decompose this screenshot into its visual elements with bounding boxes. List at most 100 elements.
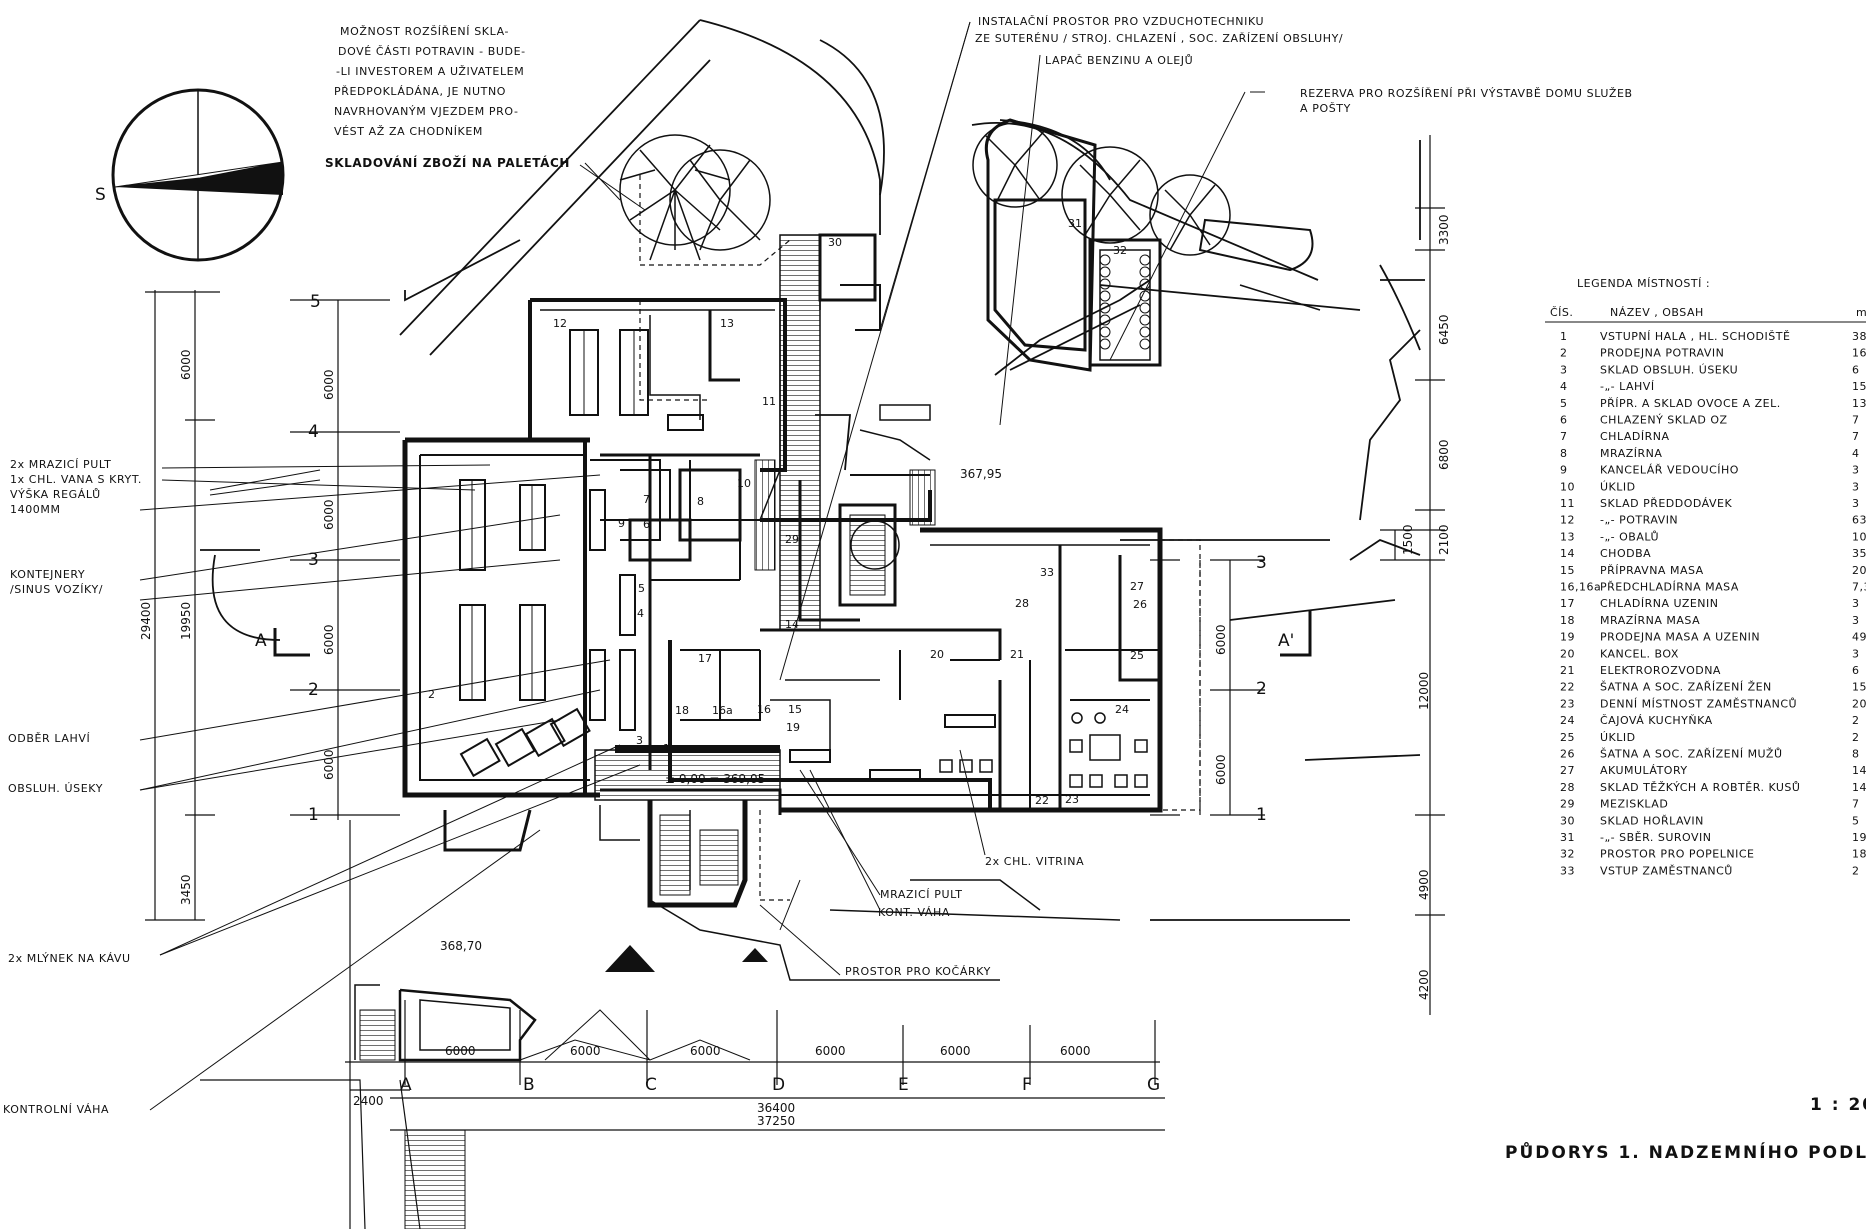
compass-label: S xyxy=(95,185,106,205)
legend-row-area: 7 xyxy=(1852,798,1860,811)
legend-row-name: PŘEDCHLADÍRNA MASA xyxy=(1600,581,1739,594)
legend-title: LEGENDA MÍSTNOSTÍ : xyxy=(1577,277,1710,290)
grid-row-label: 4 xyxy=(308,422,319,442)
legend-row-area: 20 xyxy=(1852,697,1866,710)
legend-row-number: 7 xyxy=(1560,430,1568,443)
legend-row-area: 13 xyxy=(1852,397,1866,410)
grid-col-label: E xyxy=(898,1075,909,1095)
legend-row-area: 2 xyxy=(1852,864,1860,877)
legend-row-number: 3 xyxy=(1560,363,1568,376)
legend-row-number: 18 xyxy=(1560,614,1575,627)
note-control-scale: KONTROLNÍ VÁHA xyxy=(3,1103,109,1116)
room-number: 28 xyxy=(1015,597,1029,610)
room-number: 2 xyxy=(428,688,435,701)
legend-row-area: 18 xyxy=(1852,848,1866,861)
legend-row-number: 31 xyxy=(1560,831,1575,844)
legend-row-area: 160 xyxy=(1852,347,1866,360)
dim-value: 4900 xyxy=(1417,869,1431,900)
legend-row-area: 20 xyxy=(1852,564,1866,577)
dim-value: 6800 xyxy=(1437,439,1451,470)
room-number: 30 xyxy=(828,236,842,249)
room-number: 11 xyxy=(762,395,776,408)
level-value: 367,95 xyxy=(960,467,1002,481)
annotations: MOŽNOST ROZŠÍŘENÍ SKLA- DOVÉ ČÁSTI POTRA… xyxy=(3,15,1633,1116)
room-number: 10 xyxy=(737,477,751,490)
dim-value: 1500 xyxy=(1401,524,1415,555)
level-value: ± 0,00 = 369,05 xyxy=(665,772,765,786)
room-number: 24 xyxy=(1115,703,1129,716)
legend-row-number: 11 xyxy=(1560,497,1575,510)
legend-row-number: 33 xyxy=(1560,864,1575,877)
note-expansion: MOŽNOST ROZŠÍŘENÍ SKLA- DOVÉ ČÁSTI POTRA… xyxy=(334,25,525,138)
legend-row-area: 3 xyxy=(1852,614,1860,627)
legend-row-area: 6 xyxy=(1852,363,1860,376)
room-number: 20 xyxy=(930,648,944,661)
legend-row-name: SKLAD HOŘLAVIN xyxy=(1600,814,1704,827)
dim-value: 6000 xyxy=(322,749,336,780)
legend-row-area: 38 xyxy=(1852,330,1866,343)
legend-row-number: 9 xyxy=(1560,464,1568,477)
legend-row-name: CHODBA xyxy=(1600,547,1651,560)
note-installation-2: ZE SUTERÉNU / STROJ. CHLAZENÍ , SOC. ZAŘ… xyxy=(975,32,1343,45)
legend-row-name: SKLAD OBSLUH. ÚSEKU xyxy=(1600,363,1738,376)
room-number: 18 xyxy=(675,704,689,717)
legend-row-number: 26 xyxy=(1560,748,1575,761)
note-coffee: 2x MLÝNEK NA KÁVU xyxy=(8,952,131,965)
note-fuel-trap: LAPAČ BENZINU A OLEJŮ xyxy=(1045,54,1193,67)
legend-row-area: 15 xyxy=(1852,380,1866,393)
legend-row-number: 1 xyxy=(1560,330,1568,343)
note-reserve-1: REZERVA PRO ROZŠÍŘENÍ PŘI VÝSTAVBĚ DOMU … xyxy=(1300,87,1633,100)
legend-row-area: 3 xyxy=(1852,597,1860,610)
room-number: 32 xyxy=(1113,244,1127,257)
dim-total: 36400 xyxy=(757,1101,795,1115)
legend-row-number: 20 xyxy=(1560,647,1575,660)
legend-row-area: 49 xyxy=(1852,631,1866,644)
grid-col-label: C xyxy=(645,1075,657,1095)
note-line: -LI INVESTOREM A UŽIVATELEM xyxy=(336,65,524,78)
dim-value: 6000 xyxy=(940,1044,971,1058)
section-mark-left: A xyxy=(255,631,267,651)
dimension-lines-bottom xyxy=(200,879,1165,1229)
legend-row-name: SKLAD PŘEDDODÁVEK xyxy=(1600,497,1732,510)
section-markers: A A' xyxy=(255,610,1312,657)
dim-value: 2100 xyxy=(1437,524,1451,555)
dim-value: 3450 xyxy=(179,874,193,905)
grid-row-label: 1 xyxy=(308,805,319,825)
room-number: 26 xyxy=(1133,598,1147,611)
staff-room-tables xyxy=(939,712,1148,788)
room-number: 22 xyxy=(1035,794,1049,807)
note-line: NAVRHOVANÝM VJEZDEM PRO- xyxy=(334,105,519,118)
grid-col-label: G xyxy=(1147,1075,1160,1095)
legend-row-area: 8 xyxy=(1852,748,1860,761)
legend-row-area: 5 xyxy=(1852,814,1860,827)
room-number: 23 xyxy=(1065,793,1079,806)
dim-total: 37250 xyxy=(757,1114,795,1128)
legend-row-name: PŘÍPR. A SKLAD OVOCE A ZEL. xyxy=(1600,397,1781,410)
dim-value: 19950 xyxy=(179,602,193,640)
grid-row-label: 2 xyxy=(308,680,319,700)
note-containers-1: KONTEJNERY xyxy=(10,568,85,581)
legend-row-name: KANCELÁŘ VEDOUCÍHO xyxy=(1600,464,1739,477)
legend-row-number: 14 xyxy=(1560,547,1575,560)
legend-row-name: MRAZÍRNA xyxy=(1600,447,1662,460)
note-installation-1: INSTALAČNÍ PROSTOR PRO VZDUCHOTECHNIKU xyxy=(978,15,1264,28)
grid-col-label: B xyxy=(523,1075,535,1095)
legend-row-number: 8 xyxy=(1560,447,1568,460)
legend-row-number: 2 xyxy=(1560,347,1568,360)
legend-row-number: 27 xyxy=(1560,764,1575,777)
note-freezers-2: 1x CHL. VANA S KRYT. xyxy=(10,473,142,486)
building-walls xyxy=(402,175,1201,908)
legend-row-name: ÚKLID xyxy=(1600,480,1636,493)
legend-row-name: VSTUP ZAMĚSTNANCŮ xyxy=(1600,864,1733,877)
dimension-lines-left xyxy=(145,290,351,1229)
dimension-lines-right xyxy=(1229,135,1445,1015)
main-entrance-arrow xyxy=(605,945,655,972)
note-vitrine: 2x CHL. VITRINA xyxy=(985,855,1084,868)
side-entrance-arrow xyxy=(742,948,768,962)
legend-row-name: MEZISKLAD xyxy=(1600,798,1668,811)
legend-row-area: 7 xyxy=(1852,414,1860,427)
legend-row-name: PRODEJNA MASA A UZENIN xyxy=(1600,631,1760,644)
room-numbers: 1 2 3 4 5 6 7 8 9 10 11 12 13 14 15 16 1… xyxy=(428,217,1147,807)
note-prams: PROSTOR PRO KOČÁRKY xyxy=(845,965,991,978)
note-freezer-counter: MRAZICÍ PULT xyxy=(880,888,963,901)
